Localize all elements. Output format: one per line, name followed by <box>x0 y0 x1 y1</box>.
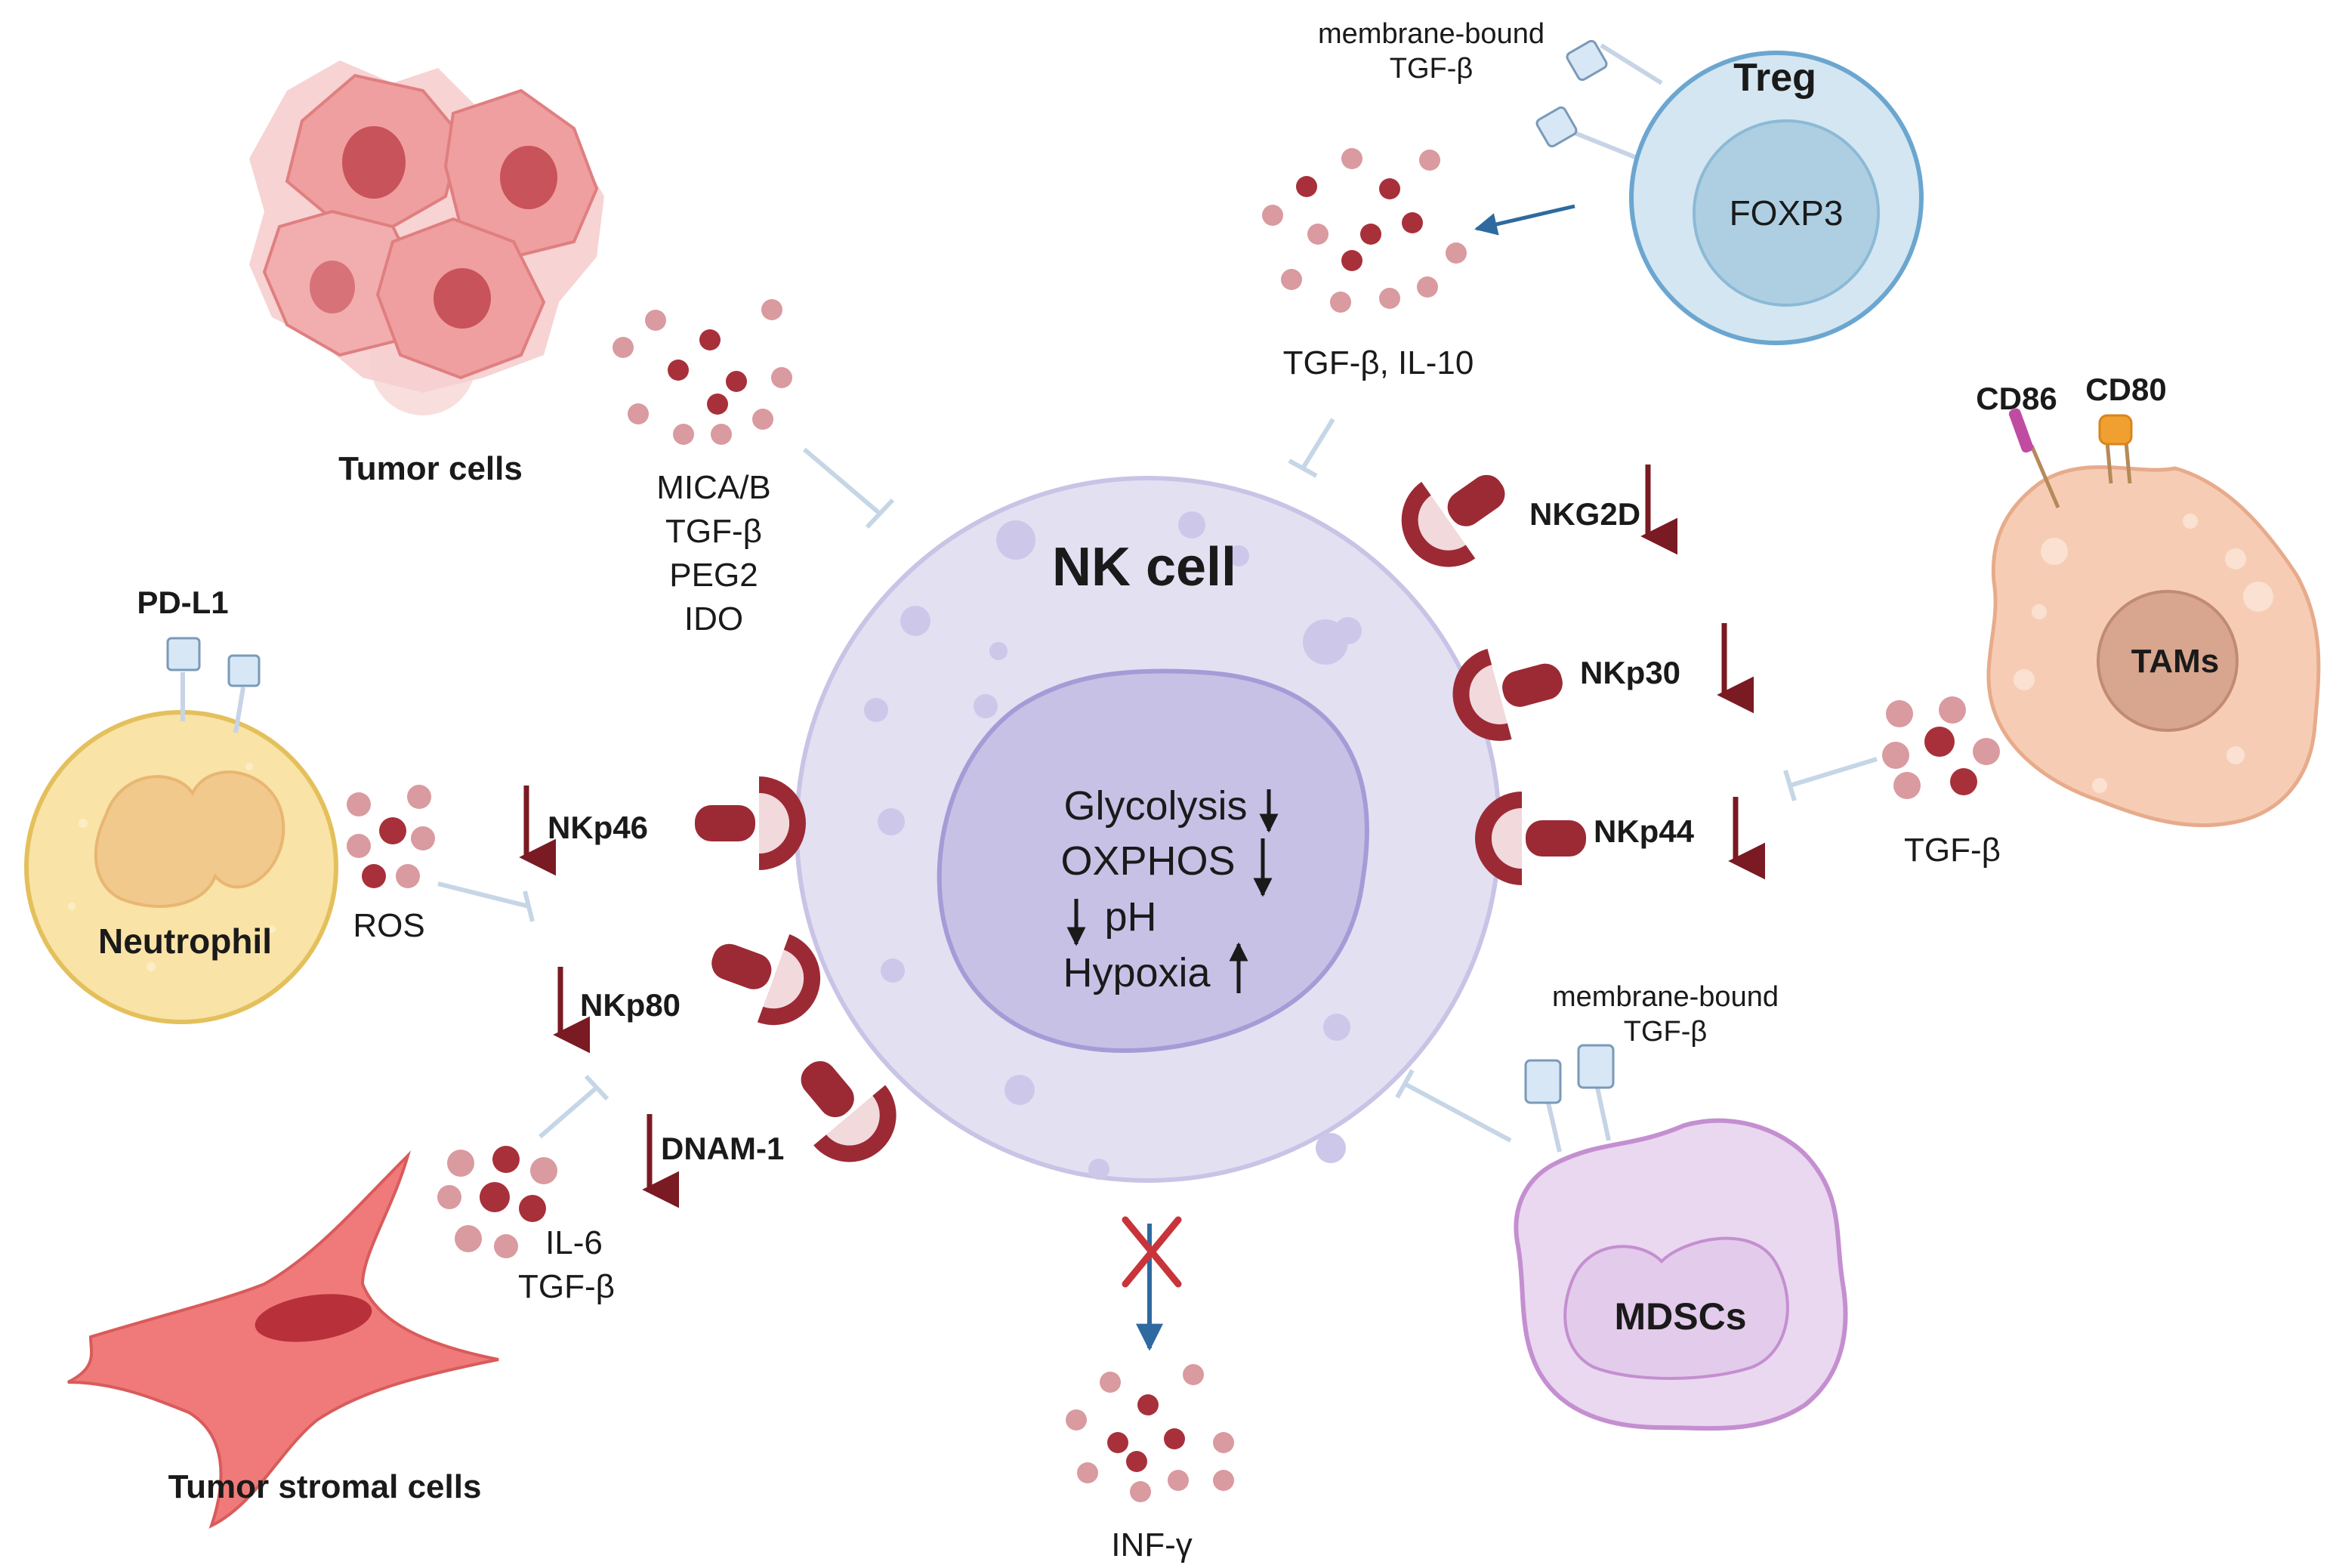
cd80-label: CD80 <box>2085 372 2166 407</box>
receptor-down-arrows <box>519 465 1766 1208</box>
nkp46-receptor <box>695 776 806 870</box>
inhibition-lines <box>437 418 1878 1143</box>
nkp46-label: NKp46 <box>548 810 648 845</box>
nkp44-receptor <box>1475 792 1586 885</box>
dnam1-label: DNAM-1 <box>661 1131 784 1166</box>
tumor-factor-mica: MICA/B <box>656 469 771 506</box>
nkp30-label: NKp30 <box>1580 655 1680 690</box>
nk-cell-title: NK cell <box>1052 537 1236 597</box>
treg-nucleus-label: FOXP3 <box>1730 193 1844 233</box>
tumor-inhibition <box>803 447 895 529</box>
cd80-marker <box>2098 414 2133 484</box>
nkg2d-label: NKG2D <box>1529 496 1640 532</box>
tumor-stromal-label: Tumor stromal cells <box>168 1468 482 1505</box>
treg-secretion-arrow <box>1474 204 1575 236</box>
metabolism-ph: pH <box>1104 894 1156 940</box>
tumor-stromal-cells: Tumor stromal cells <box>67 1150 499 1529</box>
pdl1-icon <box>166 637 261 687</box>
neutrophil-inhibition <box>437 881 535 922</box>
treg-membrane-tgfb-icon <box>1535 39 1608 148</box>
nkp80-label: NKp80 <box>580 987 680 1023</box>
receptors: NKG2D NKp30 NKp44 NKp46 NKp80 DNAM-1 <box>519 465 1766 1208</box>
mdscs-membrane-tgfb-icon <box>1524 1044 1615 1104</box>
tams-factor-label: TGF-β <box>1904 832 2001 869</box>
treg-factors-label: TGF-β, IL-10 <box>1283 344 1474 381</box>
tumor-cells-label: Tumor cells <box>338 450 523 487</box>
pdl1-label: PD-L1 <box>137 585 228 620</box>
mdscs-cell: MDSCs membrane-bound TGF-β <box>1514 981 1848 1431</box>
treg-label: Treg <box>1733 56 1816 100</box>
stromal-inhibition <box>539 1074 609 1139</box>
dnam1-receptor <box>801 1060 896 1162</box>
nk-cell: NK cell Glycolysis OXPHOS pH Hypoxia <box>795 476 1501 1183</box>
ifn-gamma-label: INF-γ <box>1111 1526 1193 1563</box>
metabolism-arrows <box>1066 789 1279 993</box>
tumor-cytokines: MICA/B TGF-β PEG2 IDO <box>613 299 792 637</box>
treg-inhibition <box>1288 418 1335 478</box>
tumor-factor-ido: IDO <box>684 600 743 637</box>
tams-inhibition <box>1783 757 1878 801</box>
tumor-cells: Tumor cells <box>249 60 604 487</box>
tams-label: TAMs <box>2131 643 2220 680</box>
metabolism-oxphos: OXPHOS <box>1060 838 1235 884</box>
metabolism-glycolysis: Glycolysis <box>1063 783 1247 829</box>
blocked-x-icon <box>1122 1216 1182 1288</box>
nkp44-label: NKp44 <box>1594 813 1695 849</box>
ifn-gamma-output: INF-γ <box>1066 1216 1234 1563</box>
tumor-factor-peg2: PEG2 <box>669 557 758 594</box>
stromal-factor-tgfb: TGF-β <box>518 1268 615 1305</box>
nkp30-receptor <box>1452 648 1563 741</box>
mdscs-inhibition <box>1395 1069 1512 1143</box>
treg-cell: Treg FOXP3 membrane-bound TGF-β <box>1318 18 1924 345</box>
nk-nucleus <box>937 668 1369 1053</box>
neutrophil-factor-label: ROS <box>353 907 424 944</box>
treg-cytokines: TGF-β, IL-10 <box>1262 148 1575 381</box>
neutrophil-cell: Neutrophil PD-L1 <box>24 585 338 1024</box>
tumor-factor-tgfb: TGF-β <box>665 513 762 550</box>
stromal-factor-il6: IL-6 <box>545 1224 603 1261</box>
nkg2d-receptor <box>1401 474 1505 567</box>
stromal-cytokines: IL-6 TGF-β <box>437 1146 615 1305</box>
mdscs-membrane-label-line1: membrane-bound <box>1552 981 1779 1013</box>
treg-membrane-label-line2: TGF-β <box>1390 53 1474 85</box>
nk-cell-granules <box>864 511 1362 1180</box>
mdscs-label: MDSCs <box>1614 1295 1746 1338</box>
mdscs-membrane-label-line2: TGF-β <box>1624 1016 1708 1048</box>
treg-membrane-label-line1: membrane-bound <box>1318 18 1545 50</box>
cd86-label: CD86 <box>1976 381 2057 416</box>
neutrophil-label: Neutrophil <box>98 921 272 961</box>
neutrophil-cytokines: ROS <box>347 785 435 944</box>
tams-cell: TAMs CD86 CD80 <box>1976 372 2321 828</box>
metabolism-hypoxia: Hypoxia <box>1063 950 1211 995</box>
tams-cytokines: TGF-β <box>1882 696 2001 869</box>
nkp80-receptor <box>711 934 821 1026</box>
cd86-marker <box>2008 408 2060 508</box>
